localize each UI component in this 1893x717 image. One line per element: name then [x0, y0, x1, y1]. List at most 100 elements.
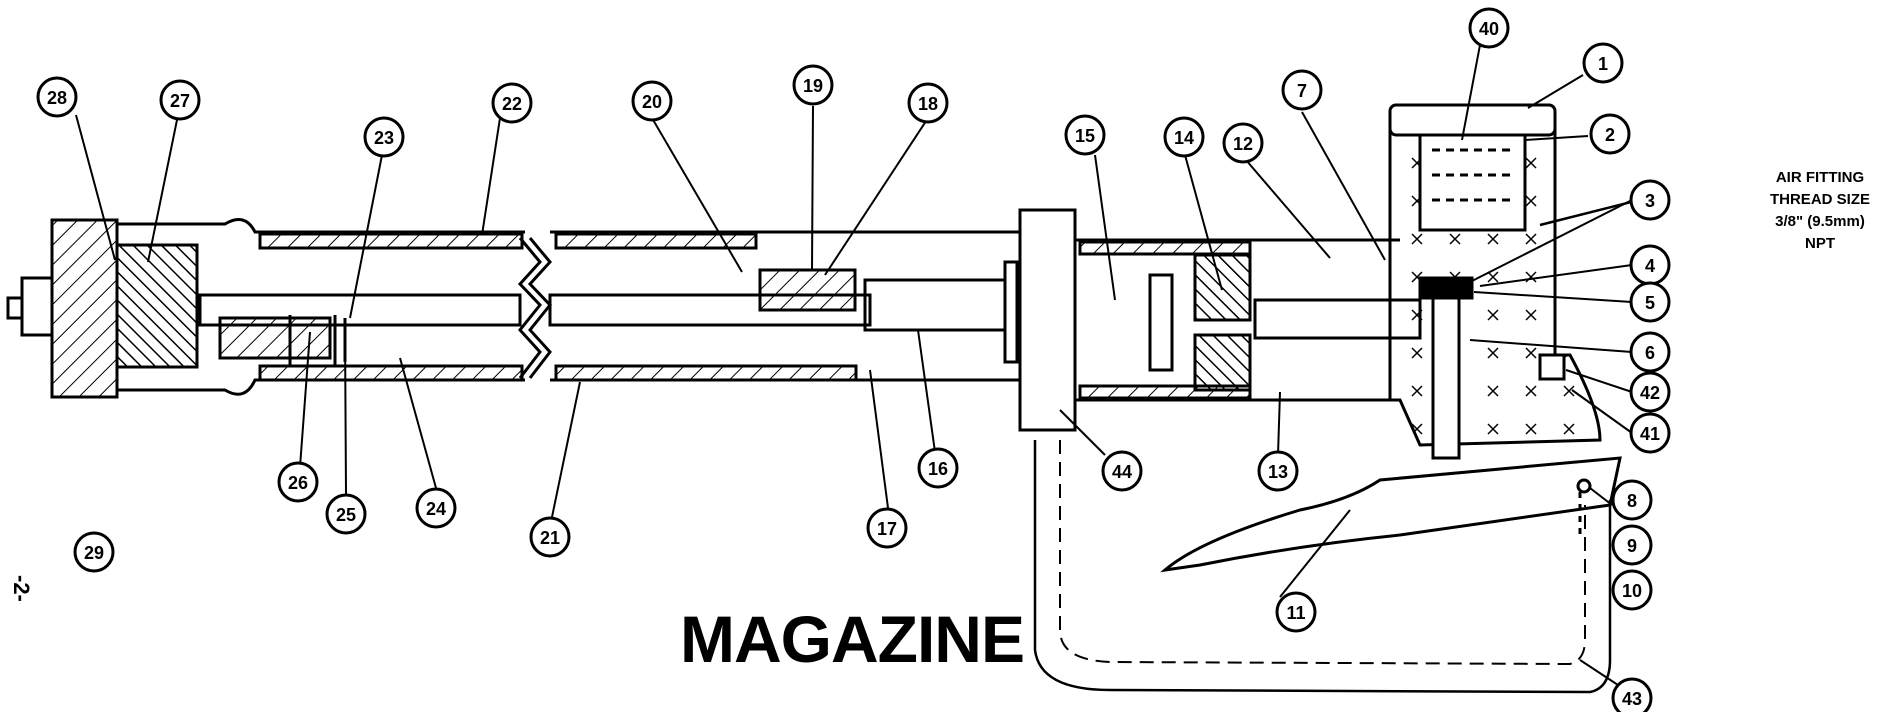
callout-circle [1064, 114, 1106, 156]
callout-44: 44 [1101, 450, 1143, 492]
air-fitting-note-line2: THREAD SIZE [1770, 191, 1870, 208]
magazine-handle-43 [1033, 440, 1612, 694]
page-number: -2- [9, 575, 34, 602]
callout-circle [631, 80, 673, 122]
tube-wall-top-right [554, 232, 758, 250]
callout-number: 2 [1605, 125, 1615, 145]
bumper-part [115, 243, 199, 369]
tube-lower-left [117, 378, 525, 396]
callout-41: 41 [1629, 412, 1671, 454]
callout-circle [1468, 7, 1510, 49]
callout-number: 43 [1622, 689, 1642, 709]
callout-1: 1 [1582, 42, 1624, 84]
seal-14-lower [1193, 333, 1252, 392]
callout-circle [159, 79, 201, 121]
callout-24: 24 [415, 487, 457, 529]
callout-40: 40 [1468, 7, 1510, 49]
callout-circle [1629, 371, 1671, 413]
callout-circle [491, 82, 533, 124]
callout-circle [1611, 479, 1653, 521]
leader-lines [75, 44, 1656, 686]
callout-25: 25 [325, 493, 367, 535]
callout-17: 17 [866, 507, 908, 549]
air-fitting-note-line4: NPT [1805, 235, 1835, 252]
tube-wall-top-left [258, 232, 524, 250]
inner-rod-left [198, 293, 522, 327]
callout-circle [1629, 331, 1671, 373]
callout-circle [1589, 113, 1631, 155]
callout-7: 7 [1281, 69, 1323, 111]
callout-number: 40 [1479, 19, 1499, 39]
piston-23 [218, 316, 332, 360]
callout-circle [1222, 122, 1264, 164]
seal-ring [1003, 260, 1019, 364]
callout-number: 4 [1645, 256, 1655, 276]
callout-number: 13 [1268, 462, 1288, 482]
callout-18: 18 [907, 82, 949, 124]
callout-number: 5 [1645, 293, 1655, 313]
callout-circle [1275, 591, 1317, 633]
callout-number: 7 [1297, 81, 1307, 101]
callout-20: 20 [631, 80, 673, 122]
callout-number: 20 [642, 92, 662, 112]
end-cap-part [50, 218, 119, 399]
callout-9: 9 [1611, 524, 1653, 566]
valve-18 [758, 268, 857, 312]
flange-44 [1018, 208, 1077, 432]
valve-pin-5 [1431, 278, 1461, 460]
inner-rod-right [548, 293, 872, 327]
callout-16: 16 [917, 447, 959, 489]
callout-circle [1611, 677, 1653, 717]
callout-number: 19 [803, 76, 823, 96]
callout-number: 42 [1640, 383, 1660, 403]
callout-number: 9 [1627, 536, 1637, 556]
callout-circle [1611, 524, 1653, 566]
callout-circle [1163, 116, 1205, 158]
callout-27: 27 [159, 79, 201, 121]
callout-circle [73, 531, 115, 573]
callout-29: 29 [73, 531, 115, 573]
callout-22: 22 [491, 82, 533, 124]
callout-11: 11 [1275, 591, 1317, 633]
break-left [517, 237, 542, 379]
valve-seal-4 [1418, 276, 1474, 300]
callout-number: 17 [877, 519, 897, 539]
callout-circle [415, 487, 457, 529]
callout-14: 14 [1163, 116, 1205, 158]
callout-10: 10 [1611, 569, 1653, 611]
tube-wall-bottom-right [554, 364, 858, 382]
callout-number: 29 [84, 543, 104, 563]
tube-upper-left [117, 218, 525, 234]
barrel-assembly [6, 103, 1622, 694]
callout-circle [1629, 412, 1671, 454]
callout-2: 2 [1589, 113, 1631, 155]
callout-circle [363, 116, 405, 158]
callout-number: 23 [374, 128, 394, 148]
callout-6: 6 [1629, 331, 1671, 373]
callout-43: 43 [1611, 677, 1653, 717]
break-right [527, 237, 552, 379]
magazine-title: MAGAZINE [680, 602, 1024, 676]
callout-15: 15 [1064, 114, 1106, 156]
callout-number: 26 [288, 473, 308, 493]
callout-circle [1629, 281, 1671, 323]
callout-circle [866, 507, 908, 549]
callout-21: 21 [529, 516, 571, 558]
callout-number: 27 [170, 91, 190, 111]
end-nub [6, 296, 24, 320]
callout-12: 12 [1222, 122, 1264, 164]
callout-circle [277, 461, 319, 503]
air-fitting-note-line1: AIR FITTING [1776, 169, 1864, 186]
callout-number: 18 [918, 94, 938, 114]
callout-circle [1257, 450, 1299, 492]
callout-circle [917, 447, 959, 489]
callout-5: 5 [1629, 281, 1671, 323]
callout-42: 42 [1629, 371, 1671, 413]
callout-number: 1 [1598, 54, 1608, 74]
trigger-11 [1160, 456, 1622, 573]
callout-number: 6 [1645, 343, 1655, 363]
seal-14-upper [1193, 253, 1252, 322]
callout-circle [1281, 69, 1323, 111]
callout-8: 8 [1611, 479, 1653, 521]
tube-wall-bottom-left [258, 364, 524, 382]
